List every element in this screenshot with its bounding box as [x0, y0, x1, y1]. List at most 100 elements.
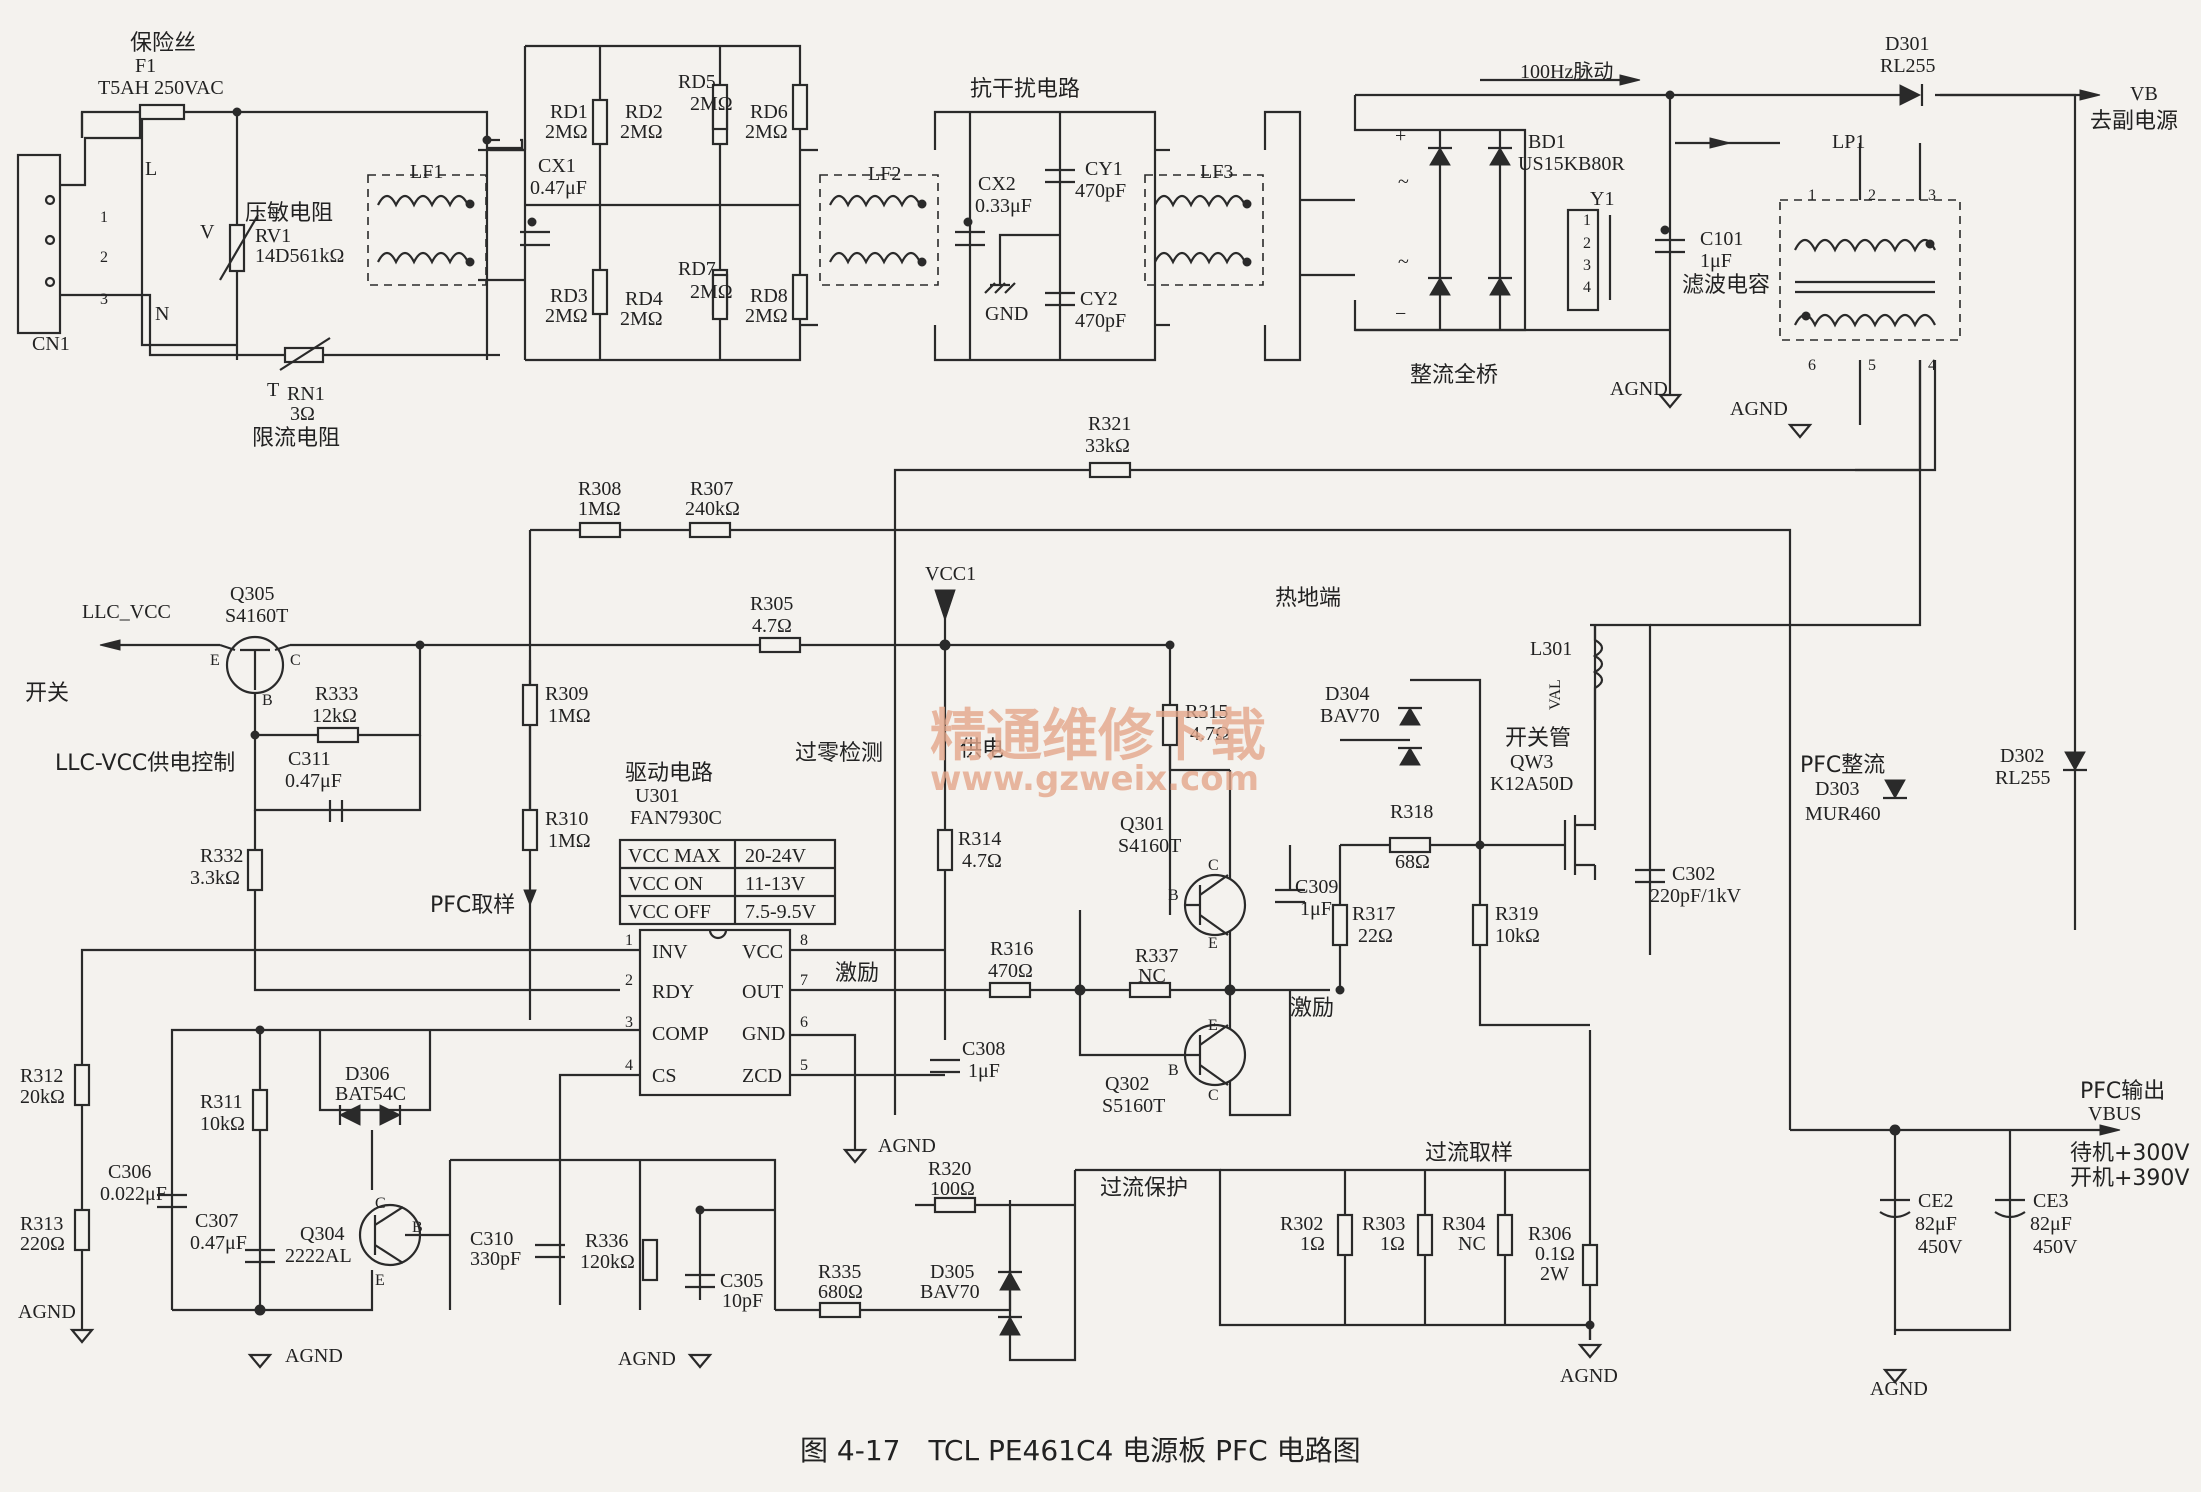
inductor-l301 [1592, 625, 1604, 720]
resistor-r309 [521, 683, 539, 727]
resistor-r302 [1336, 1213, 1354, 1257]
diode-d306-b [379, 1104, 402, 1126]
note-emi: 抗干扰电路 [970, 77, 1080, 102]
agnd-symbol-3 [687, 1353, 713, 1369]
note-pulse: 100Hz脉动 [1520, 60, 1613, 83]
r304-ref: R304 [1442, 1213, 1485, 1235]
cx1-ref: CX1 [538, 155, 576, 177]
resistor-r336 [641, 1238, 659, 1282]
q301-c: C [1208, 857, 1219, 874]
r310-value: 1MΩ [548, 830, 591, 852]
resistor-r321 [1088, 461, 1132, 479]
r306-rating: 2W [1540, 1263, 1569, 1285]
d301-value: RL255 [1880, 55, 1936, 77]
q301-b: B [1168, 887, 1179, 904]
d303-value: MUR460 [1805, 803, 1881, 825]
component-shapes [44, 74, 2121, 1384]
cy1-ref: CY1 [1085, 158, 1123, 180]
r332-ref: R332 [200, 845, 243, 867]
ce3-value: 82μF [2030, 1213, 2072, 1235]
r313-ref: R313 [20, 1213, 63, 1235]
resistor-r335 [818, 1301, 862, 1319]
note-fuse: 保险丝 [130, 31, 196, 56]
lf3-ref: LF3 [1200, 161, 1233, 183]
q305-e: E [210, 652, 220, 669]
lp1-pin4: 4 [1928, 357, 1936, 374]
r302-ref: R302 [1280, 1213, 1323, 1235]
vbus-label: VBUS [2088, 1103, 2141, 1125]
rd6-ref: RD6 [750, 101, 788, 123]
resistor-r305 [758, 636, 802, 654]
ce2-rating: 450V [1918, 1236, 1963, 1258]
c308-value: 1μF [968, 1060, 1000, 1082]
agnd-symbol-7 [1657, 393, 1683, 409]
rn1-mark: T [267, 379, 279, 401]
r318-value: 68Ω [1395, 851, 1430, 873]
resistor-r308 [578, 521, 622, 539]
gnd-label: GND [985, 303, 1028, 325]
lf1-ref: LF1 [410, 161, 443, 183]
note-overcurrent-sample: 过流取样 [1425, 1141, 1513, 1166]
c302-value: 220pF/1kV [1650, 885, 1742, 907]
note-pfc-sample: PFC取样 [430, 893, 515, 918]
choke-lf3 [1144, 174, 1264, 286]
c305-value: 10pF [722, 1290, 763, 1312]
resistor-r320 [933, 1196, 977, 1214]
ic-pin-n5: 5 [800, 1057, 808, 1074]
bridge-ac-1: ~ [1398, 171, 1409, 193]
r336-value: 120kΩ [580, 1251, 635, 1273]
resistor-r310 [521, 808, 539, 852]
r332-value: 3.3kΩ [190, 867, 240, 889]
diode-d303 [1884, 779, 1906, 800]
r305-ref: R305 [750, 593, 793, 615]
line-l-label: L [145, 158, 157, 180]
c306-ref: C306 [108, 1161, 151, 1183]
ic-pin-n8: 8 [800, 932, 808, 949]
agnd-label-1: AGND [1610, 378, 1668, 400]
diode-d304-b [1399, 747, 1421, 766]
r307-value: 240kΩ [685, 498, 740, 520]
note-power-supply: 供电 [960, 737, 1004, 762]
agnd-label-2: AGND [1730, 398, 1788, 420]
r314-ref: R314 [958, 828, 1001, 850]
q305-c: C [290, 652, 301, 669]
resistor-rd1 [591, 98, 609, 146]
lp1-pin1: 1 [1808, 187, 1816, 204]
resistor-r316 [988, 981, 1032, 999]
note-varistor: 压敏电阻 [245, 201, 333, 226]
vcc-table-row1-param: VCC MAX [628, 845, 721, 867]
note-sub-power: 去副电源 [2090, 109, 2178, 134]
l301-ref: L301 [1530, 638, 1572, 660]
diode-bd1-c [1429, 277, 1451, 296]
r313-value: 220Ω [20, 1233, 65, 1255]
d304-value: BAV70 [1320, 705, 1380, 727]
resistor-r304 [1496, 1213, 1514, 1257]
q305-b: B [262, 692, 273, 709]
resistor-rd7 [711, 273, 729, 321]
q304-ref: Q304 [300, 1223, 344, 1245]
r337-ref: R337 [1135, 945, 1178, 967]
r317-value: 22Ω [1358, 925, 1393, 947]
cn1-pin2-label: 2 [100, 249, 108, 266]
resistor-rd5 [711, 83, 729, 131]
resistor-r314 [936, 828, 954, 872]
q301-e: E [1208, 935, 1218, 952]
qw3-ref: QW3 [1510, 751, 1553, 773]
figure-caption: 图 4-17 TCL PE461C4 电源板 PFC 电路图 [800, 1434, 1361, 1467]
q305-value: S4160T [225, 605, 288, 627]
ic-u301 [638, 928, 792, 1097]
q305-ref: Q305 [230, 583, 274, 605]
r319-value: 10kΩ [1495, 925, 1540, 947]
vcc1-label: VCC1 [925, 563, 976, 585]
rd1-ref: RD1 [550, 101, 588, 123]
q304-c: C [375, 1195, 386, 1212]
vcc-table-row3-value: 7.5-9.5V [745, 901, 817, 923]
lp1-pin2: 2 [1868, 187, 1876, 204]
y1-pin2: 2 [1583, 235, 1591, 252]
rd3-value: 2MΩ [545, 305, 588, 327]
r337-value: NC [1138, 965, 1166, 987]
resistor-r319 [1471, 903, 1489, 947]
mosfet-qw3 [1563, 815, 1597, 880]
r321-ref: R321 [1088, 413, 1131, 435]
